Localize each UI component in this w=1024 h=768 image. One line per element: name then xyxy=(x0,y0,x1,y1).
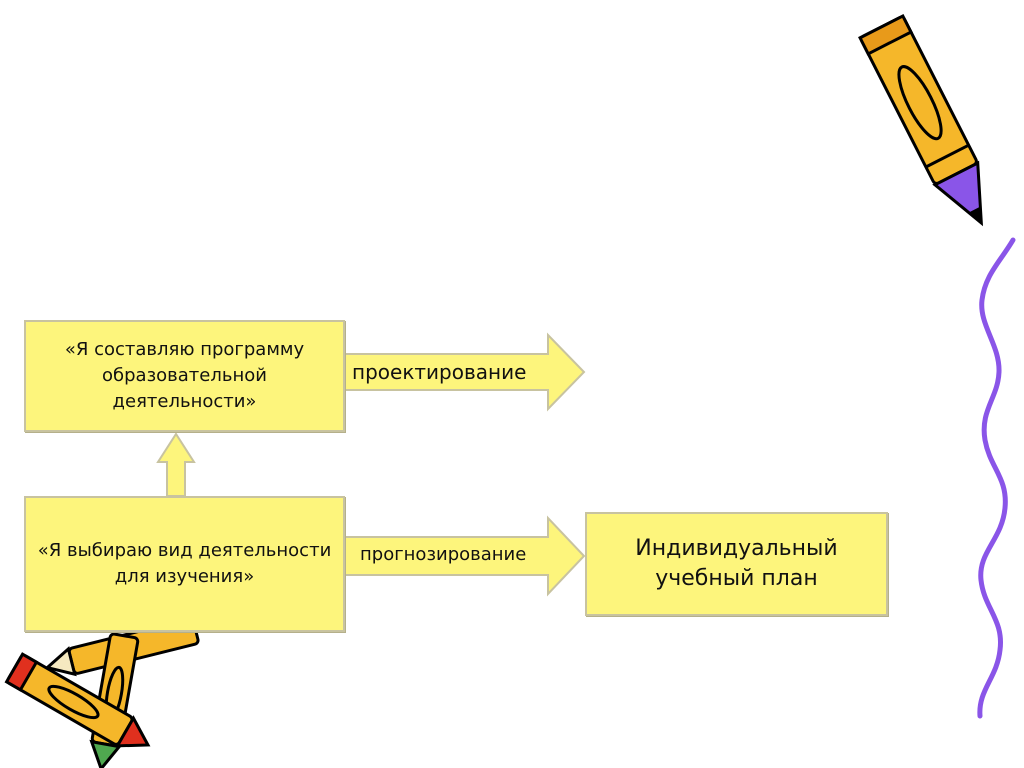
node-program: «Я составляю программу образовательной д… xyxy=(24,320,345,432)
pencils-cluster-icon xyxy=(4,617,200,768)
node-plan: Индивидуальный учебный план xyxy=(585,512,888,616)
squiggle-line-icon xyxy=(977,237,1016,719)
node-choice: «Я выбираю вид деятельности для изучения… xyxy=(24,496,345,632)
pencil-icon xyxy=(858,13,984,227)
up-arrow xyxy=(156,432,196,497)
node-program-text: «Я составляю программу образовательной д… xyxy=(64,339,305,412)
node-choice-text: «Я выбираю вид деятельности для изучения… xyxy=(37,540,332,587)
edge-label-forecasting: прогнозирование xyxy=(360,544,527,565)
node-plan-text: Индивидуальный учебный план xyxy=(635,536,838,591)
edge-label-projecting: проектирование xyxy=(352,360,527,384)
forecasting-arrow xyxy=(344,515,586,597)
projecting-arrow xyxy=(344,332,586,412)
